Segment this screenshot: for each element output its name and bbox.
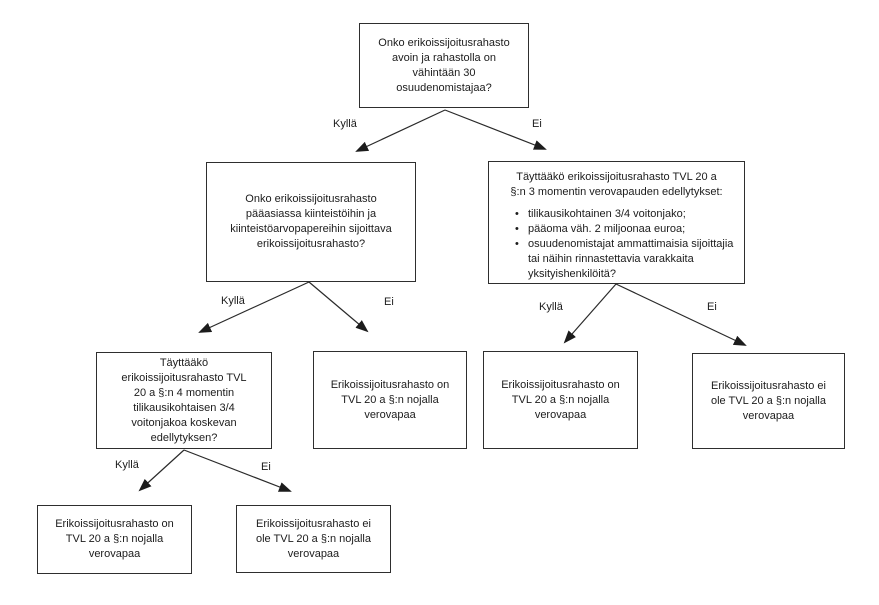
node-text: Onko erikoissijoitusrahasto avoin ja rah… (378, 36, 510, 94)
node-text: Onko erikoissijoitusrahasto pääasiassa k… (230, 193, 392, 250)
edge-label-mom3-ei: Ei (707, 301, 717, 313)
bullet-item: pääoma väh. 2 miljoonaa euroa; (515, 222, 738, 237)
node-text: Erikoissijoitusrahasto ei ole TVL 20 a §… (256, 517, 371, 560)
node-result-ei-verovapaa-bottom: Erikoissijoitusrahasto ei ole TVL 20 a §… (236, 505, 391, 573)
arrow-root-kylla (355, 109, 446, 152)
node-question-tvl20a-4-momentin-voitonjako: Täyttääkö erikoissijoitusrahasto TVL 20 … (96, 352, 272, 449)
arrow-mom4-kylla (138, 449, 185, 492)
node-text: Erikoissijoitusrahasto on TVL 20 a §:n n… (330, 378, 450, 421)
node-question-tvl20a-3-momentin-edellytykset: Täyttääkö erikoissijoitusrahasto TVL 20 … (488, 161, 745, 284)
node-result-ei-verovapaa-right: Erikoissijoitusrahasto ei ole TVL 20 a §… (692, 353, 845, 449)
node-result-verovapaa-right: Erikoissijoitusrahasto on TVL 20 a §:n n… (483, 351, 638, 449)
node-result-verovapaa-bottom: Erikoissijoitusrahasto on TVL 20 a §:n n… (37, 505, 192, 574)
edge-label-mom4-kylla: Kyllä (115, 459, 139, 471)
arrow-mom3-kylla (563, 283, 617, 344)
arrow-realestate-ei (308, 281, 369, 333)
node-text: Erikoissijoitusrahasto ei ole TVL 20 a §… (711, 379, 826, 422)
node-text: Täyttääkö erikoissijoitusrahasto TVL 20 … (121, 356, 247, 444)
node-result-verovapaa-mid: Erikoissijoitusrahasto on TVL 20 a §:n n… (313, 351, 467, 449)
node-heading: Täyttääkö erikoissijoitusrahasto TVL 20 … (510, 171, 723, 198)
arrow-root-ei (444, 109, 547, 150)
condition-bullet-list: tilikausikohtainen 3/4 voitonjako; pääom… (515, 207, 738, 282)
edge-label-mom4-ei: Ei (261, 461, 271, 473)
edge-label-mom3-kylla: Kyllä (539, 301, 563, 313)
bullet-item: tilikausikohtainen 3/4 voitonjako; (515, 207, 738, 222)
edge-label-realestate-kylla: Kyllä (221, 295, 245, 307)
node-text: Erikoissijoitusrahasto on TVL 20 a §:n n… (501, 378, 620, 421)
node-question-kiinteistorahasto: Onko erikoissijoitusrahasto pääasiassa k… (206, 162, 416, 282)
arrow-realestate-kylla (198, 281, 310, 333)
edge-label-root-kylla: Kyllä (333, 118, 357, 130)
bullet-item: osuudenomistajat ammattimaisia sijoittaj… (515, 237, 738, 282)
arrow-mom4-ei (183, 449, 292, 492)
node-text: Erikoissijoitusrahasto on TVL 20 a §:n n… (55, 518, 174, 560)
edge-label-root-ei: Ei (532, 118, 542, 130)
edge-label-realestate-ei: Ei (384, 296, 394, 308)
node-question-avoin-30-osuudenomistajaa: Onko erikoissijoitusrahasto avoin ja rah… (359, 23, 529, 108)
arrow-mom3-ei (615, 283, 747, 346)
